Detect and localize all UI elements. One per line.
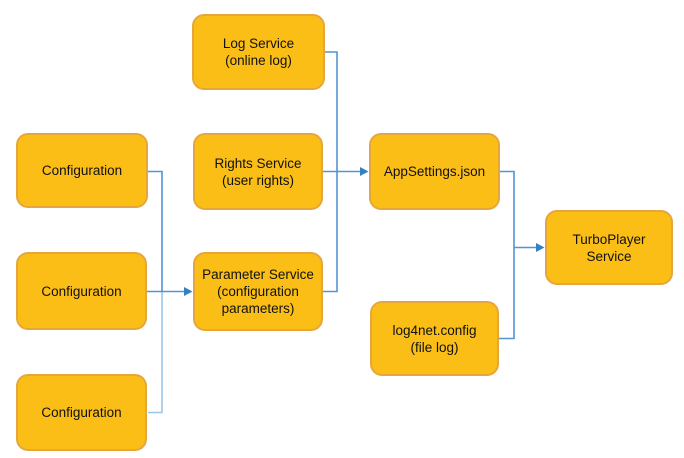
node-rights-service: Rights Service (user rights)	[193, 133, 323, 210]
node-turboplayer-service: TurboPlayer Service	[545, 210, 673, 285]
edge-log4net-turboplayer	[499, 247, 515, 340]
arrowhead-turboplayer-icon	[536, 243, 545, 252]
node-configuration-3: Configuration	[16, 374, 147, 451]
node-parameter-service: Parameter Service (configuration paramet…	[193, 252, 323, 331]
node-log4net-config: log4net.config (file log)	[370, 301, 499, 376]
edge-log-appsettings	[325, 51, 338, 172]
edge-parameter-appsettings	[323, 171, 338, 293]
node-configuration-1: Configuration	[16, 133, 148, 208]
edge-config3-parameter	[148, 291, 163, 414]
edge-appsettings-turboplayer	[500, 170, 515, 248]
edge-config1-parameter	[148, 170, 163, 292]
arrowhead-appsettings-icon	[360, 167, 369, 176]
node-appsettings-json: AppSettings.json	[369, 133, 500, 210]
node-log-service: Log Service (online log)	[192, 14, 325, 90]
node-configuration-2: Configuration	[16, 252, 147, 330]
arrowhead-parameter-service-icon	[184, 287, 193, 296]
